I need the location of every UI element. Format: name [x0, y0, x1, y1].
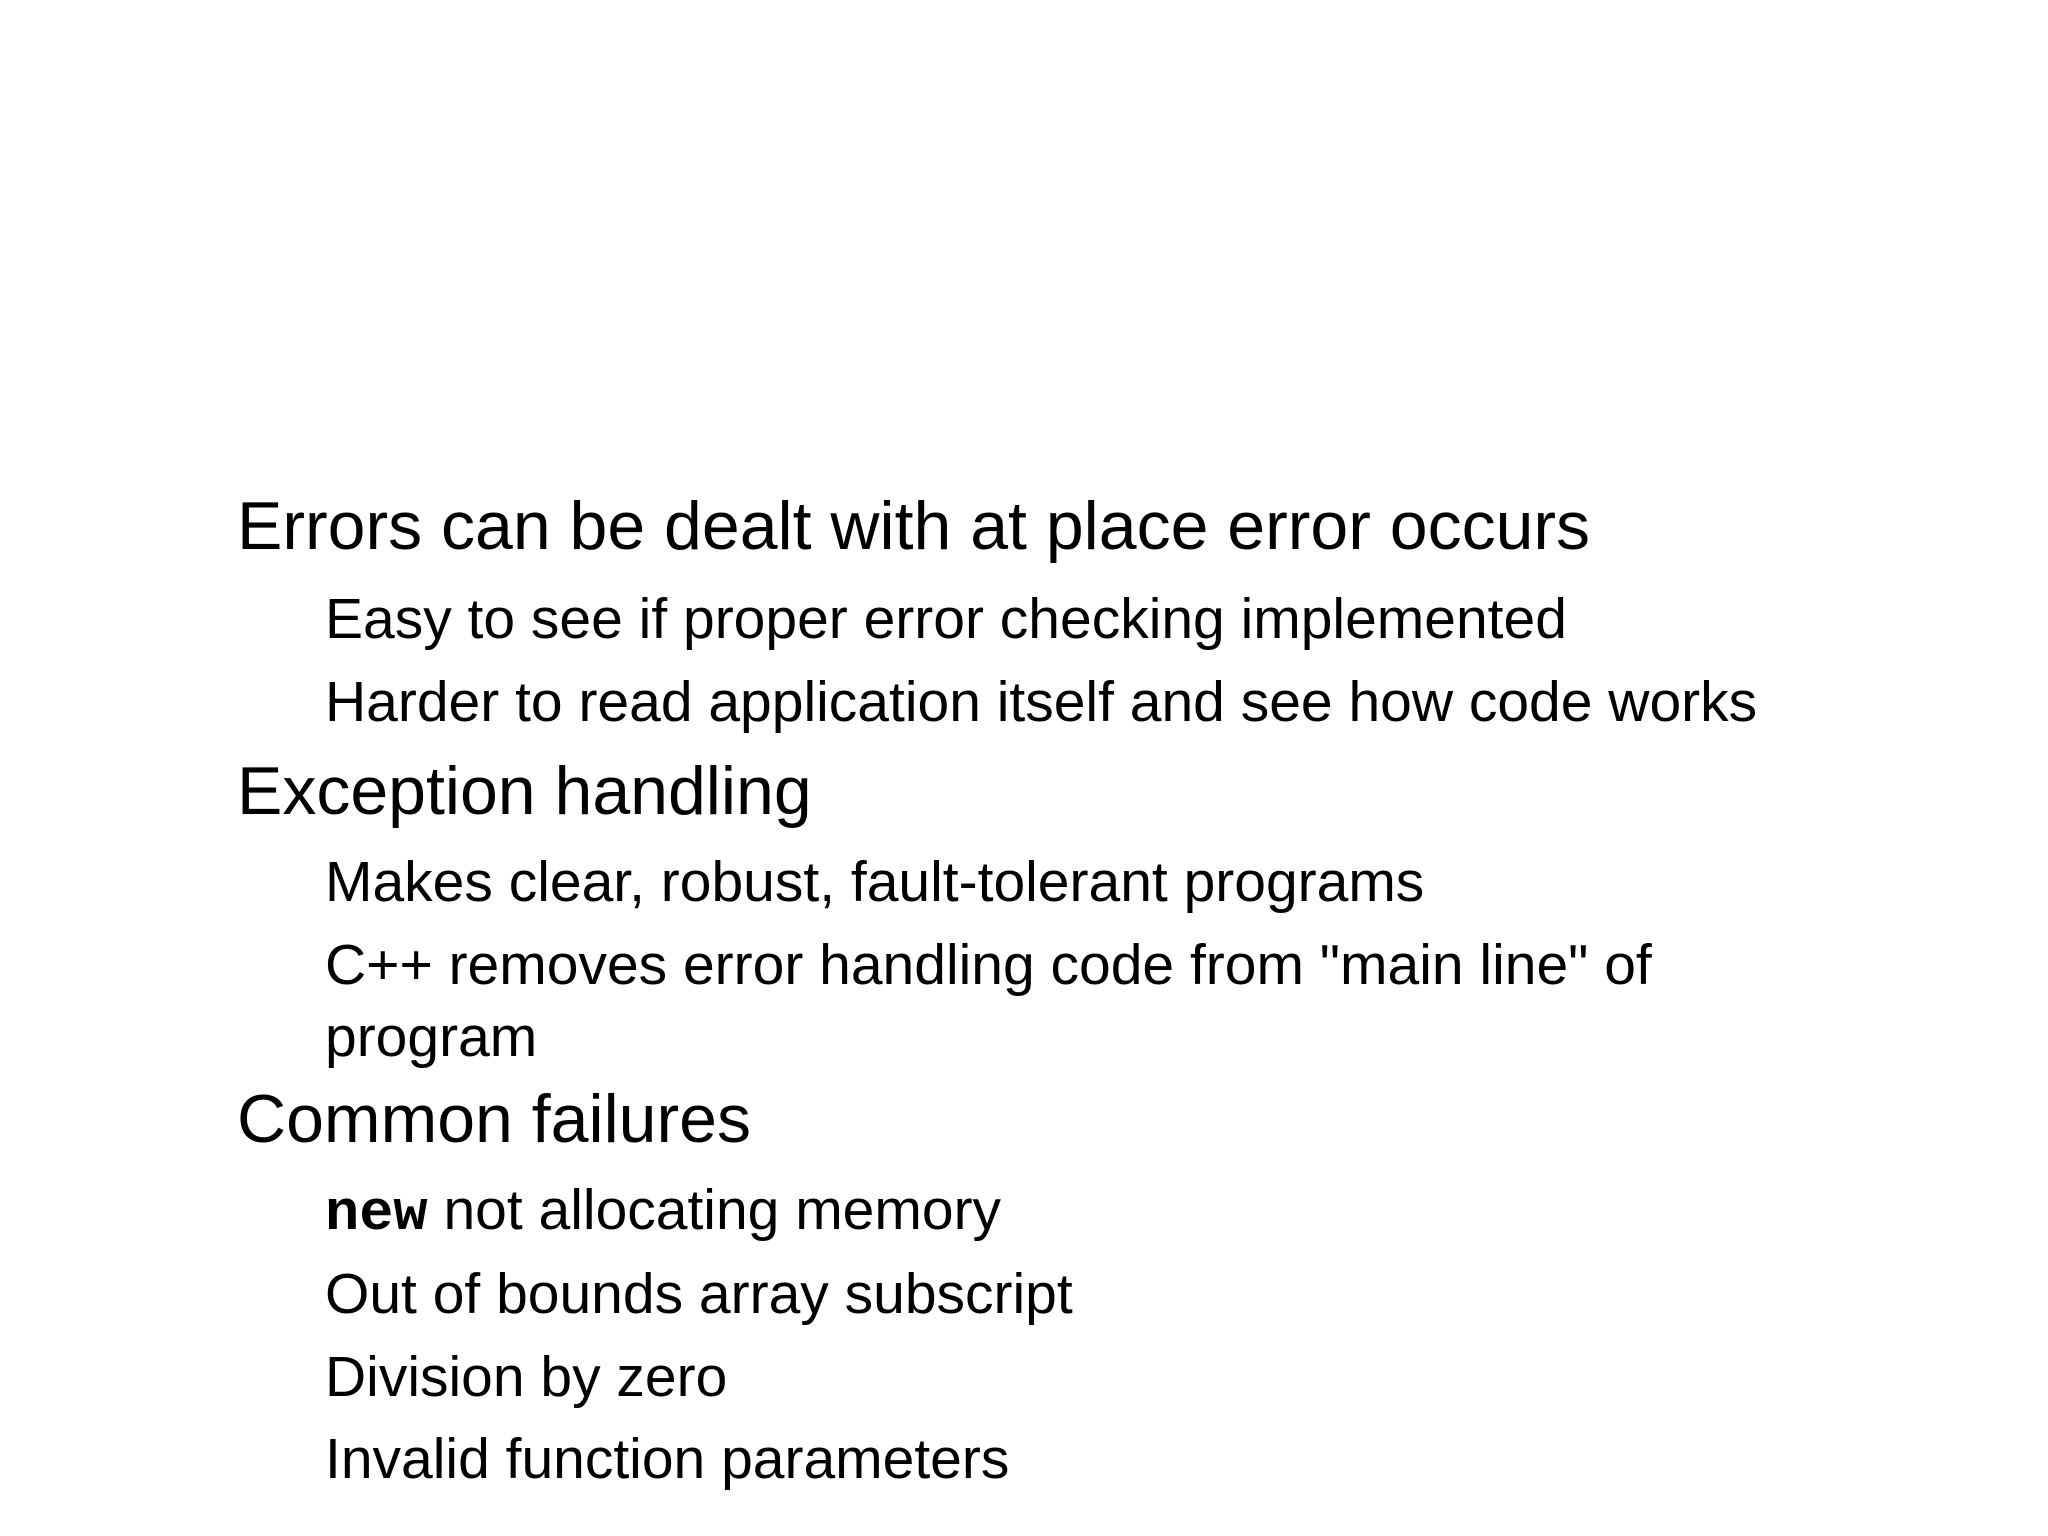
- bullet-cpp-removes-error-handling: C++ removes error handling code from "ma…: [325, 933, 1652, 1069]
- bullet-division-by-zero: Division by zero: [325, 1345, 728, 1409]
- heading-exception-handling: Exception handling: [237, 753, 812, 829]
- bullet-harder-to-read: Harder to read application itself and se…: [325, 670, 1758, 734]
- code-keyword-new: new: [325, 1183, 428, 1247]
- bullet-easy-to-see: Easy to see if proper error checking imp…: [325, 587, 1567, 651]
- bullet-makes-clear-robust: Makes clear, robust, fault-tolerant prog…: [325, 850, 1425, 914]
- heading-errors-dealt-at-place: Errors can be dealt with at place error …: [237, 488, 1591, 564]
- bullet-invalid-function-parameters: Invalid function parameters: [325, 1427, 1010, 1491]
- bullet-out-of-bounds: Out of bounds array subscript: [325, 1262, 1073, 1326]
- bullet-new-rest-text: not allocating memory: [427, 1178, 1002, 1242]
- heading-common-failures: Common failures: [237, 1081, 751, 1157]
- bullet-new-not-allocating: new not allocating memory: [325, 1174, 1001, 1251]
